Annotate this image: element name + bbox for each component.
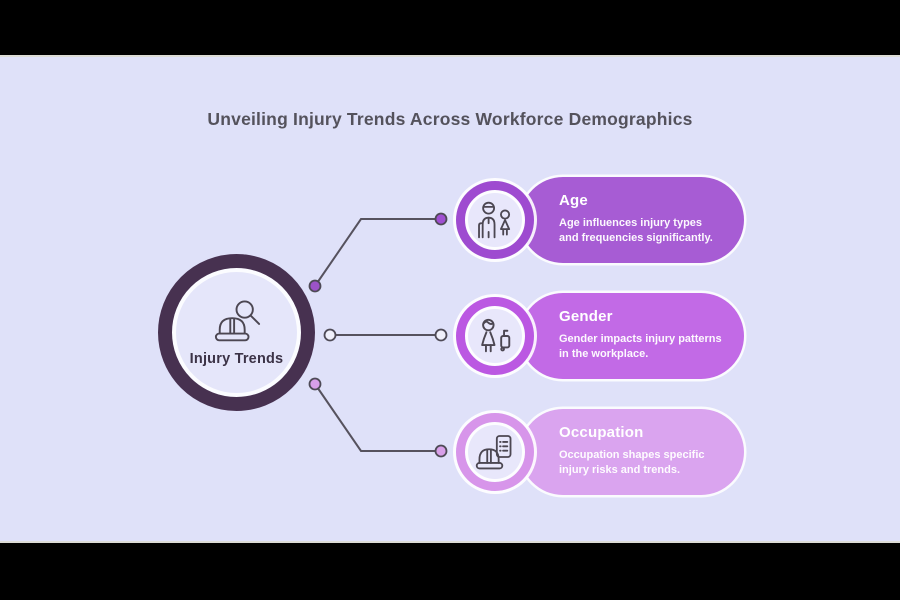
- gender-title: Gender: [559, 308, 613, 325]
- connector-dot: [434, 444, 448, 458]
- connector-dot: [434, 212, 448, 226]
- hardhat-and-clipboard-icon: [475, 435, 512, 470]
- hardhat-magnifier-icon: [214, 299, 260, 341]
- woman-with-luggage-icon: [481, 318, 511, 353]
- page-title: Unveiling Injury Trends Across Workforce…: [207, 109, 693, 129]
- connector-dot: [308, 279, 322, 293]
- elder-and-child-icon: [478, 201, 511, 239]
- occupation-pill: Occupation Occupation shapes specific in…: [520, 409, 744, 495]
- connector-dot: [323, 328, 337, 342]
- center-node-injury-trends: Injury Trends: [158, 254, 315, 411]
- gender-description: Gender impacts injury patterns in the wo…: [559, 333, 722, 360]
- connector-dot: [308, 377, 322, 391]
- slide-canvas: Unveiling Injury Trends Across Workforce…: [0, 55, 900, 543]
- center-node-label: Injury Trends: [189, 350, 284, 367]
- occupation-description: Occupation shapes specific injury risks …: [559, 449, 705, 476]
- gender-circle: [456, 297, 534, 375]
- gender-pill: Gender Gender impacts injury patterns in…: [520, 293, 744, 379]
- occupation-circle: [456, 413, 534, 491]
- age-description: Age influences injury types and frequenc…: [559, 217, 713, 244]
- age-title: Age: [559, 192, 588, 209]
- age-circle: [456, 181, 534, 259]
- age-pill: Age Age influences injury types and freq…: [520, 177, 744, 263]
- occupation-title: Occupation: [559, 424, 644, 441]
- connector-dot: [434, 328, 448, 342]
- connector-lines: [308, 212, 448, 458]
